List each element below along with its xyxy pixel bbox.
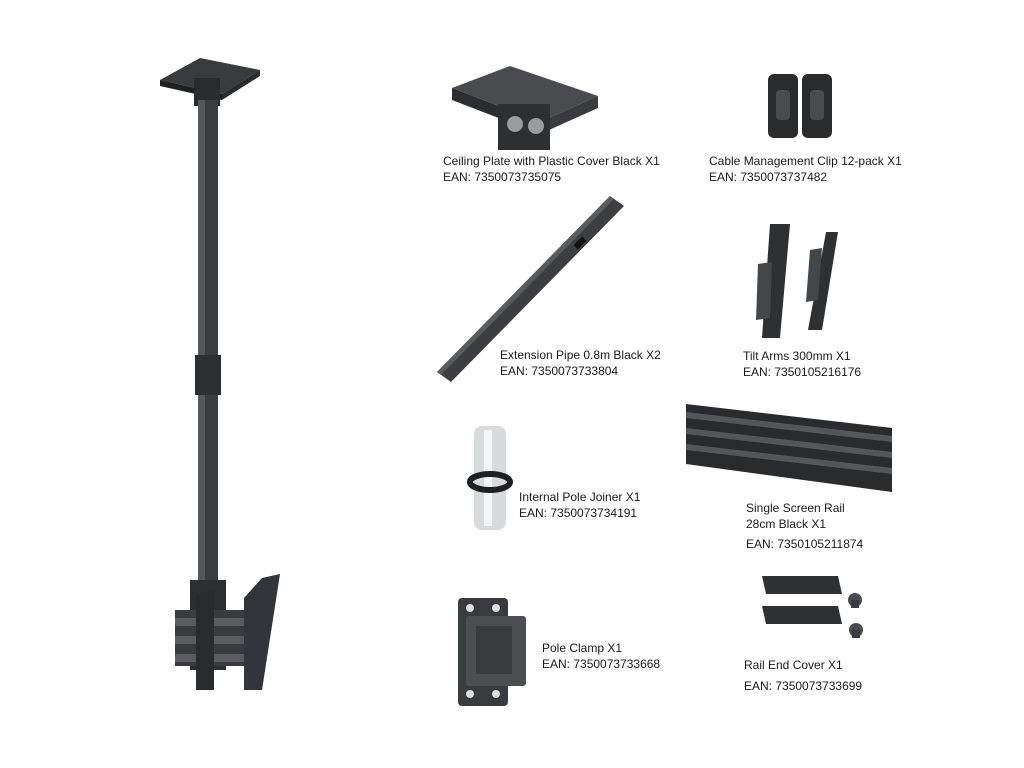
item-name: Cable Management Clip 12-pack X1 [709,154,902,168]
item-ean: EAN: 7350073733804 [500,364,619,378]
pole-clamp-label: Pole Clamp X1 EAN: 7350073733668 [542,640,660,672]
item-name: Rail End Cover X1 [744,658,843,672]
item-ean: EAN: 7350073733699 [744,679,863,693]
item-name: Ceiling Plate with Plastic Cover Black X… [443,154,660,168]
item-ean: EAN: 7350073733668 [542,657,661,671]
item-ean: EAN: 7350073734191 [519,506,638,520]
item-ean: EAN: 7350073737482 [709,170,828,184]
item-ean: EAN: 7350105216176 [743,365,862,379]
tilt-arms-label: Tilt Arms 300mm X1 EAN: 7350105216176 [743,348,861,380]
item-ean: EAN: 7350073735075 [443,170,562,184]
item-name: Extension Pipe 0.8m Black X2 [500,348,661,362]
item-name: Internal Pole Joiner X1 [519,490,641,504]
extension-pipe-label: Extension Pipe 0.8m Black X2 EAN: 735007… [500,347,661,379]
pole-joiner-label: Internal Pole Joiner X1 EAN: 73500737341… [519,489,640,521]
item-name: Tilt Arms 300mm X1 [743,349,851,363]
item-ean: EAN: 7350105211874 [746,537,864,551]
ceiling-plate-label: Ceiling Plate with Plastic Cover Black X… [443,153,660,185]
rail-end-cover-label: Rail End Cover X1 EAN: 7350073733699 [744,657,862,694]
item-name: Pole Clamp X1 [542,641,623,655]
item-name-line1: Single Screen Rail [746,501,845,515]
cable-clip-label: Cable Management Clip 12-pack X1 EAN: 73… [709,153,902,185]
screen-rail-label: Single Screen Rail 28cm Black X1 EAN: 73… [746,500,863,552]
item-name-line2: 28cm Black X1 [746,517,827,531]
